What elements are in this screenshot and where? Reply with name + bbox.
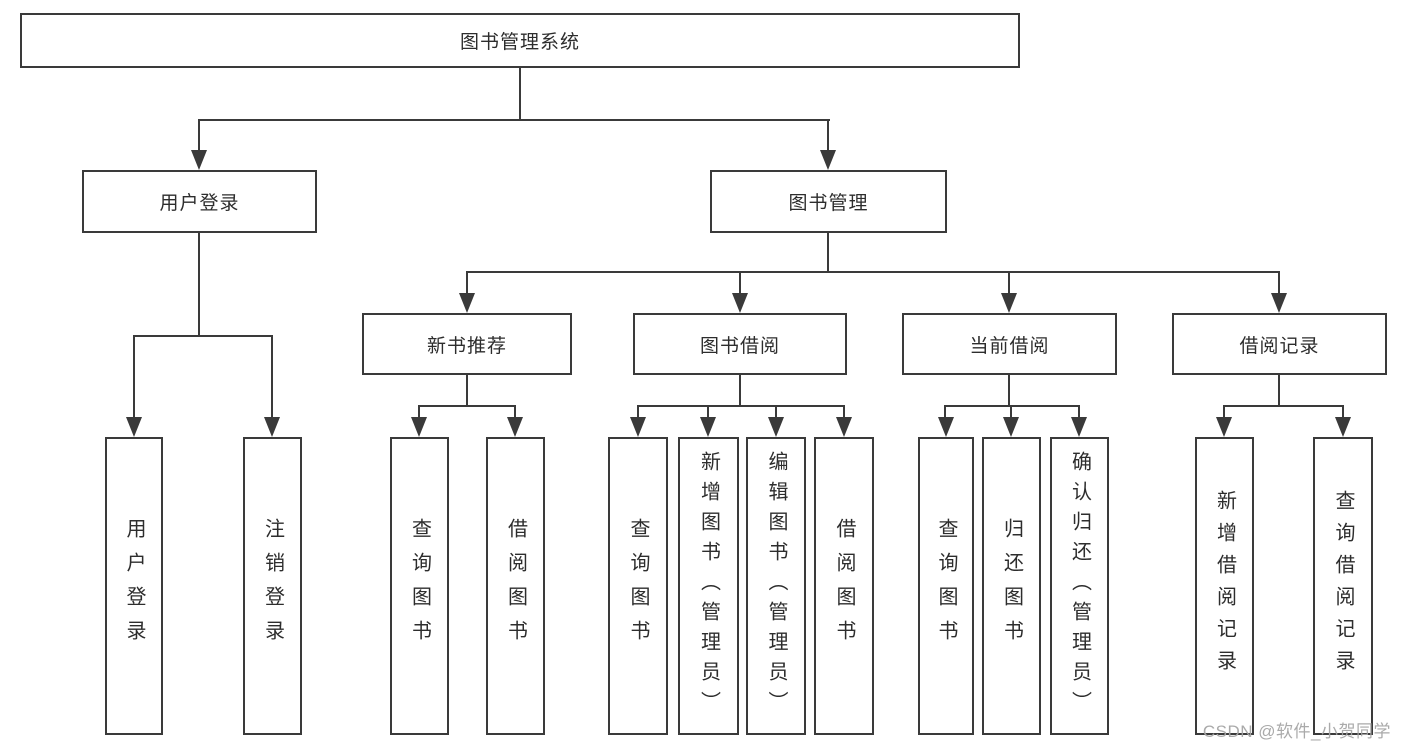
connector-line	[514, 405, 516, 421]
connector-line	[1010, 405, 1012, 421]
arrow-down-icon	[191, 150, 207, 170]
connector-line	[133, 335, 135, 421]
connector-line	[1078, 405, 1080, 421]
arrow-down-icon	[836, 417, 852, 437]
arrow-down-icon	[1001, 293, 1017, 313]
arrow-down-icon	[264, 417, 280, 437]
connector-line	[707, 405, 709, 421]
connector-line	[775, 405, 777, 421]
connector-line	[944, 405, 1080, 407]
arrow-down-icon	[1216, 417, 1232, 437]
connector-line	[271, 335, 273, 421]
arrow-down-icon	[507, 417, 523, 437]
connector-line	[418, 405, 420, 421]
leaf-query-borrow-record: 查询借阅记录	[1313, 437, 1373, 735]
node-library-management-system: 图书管理系统	[20, 13, 1020, 68]
connector-line	[198, 233, 200, 337]
leaf-return-books: 归还图书	[982, 437, 1041, 735]
connector-line	[739, 375, 741, 407]
connector-line	[418, 405, 516, 407]
connector-line	[466, 271, 1280, 273]
leaf-query-books-borrowing: 查询图书	[608, 437, 668, 735]
arrow-down-icon	[820, 150, 836, 170]
arrow-down-icon	[700, 417, 716, 437]
arrow-down-icon	[459, 293, 475, 313]
connector-line	[1278, 375, 1280, 407]
leaf-query-books-recommend: 查询图书	[390, 437, 449, 735]
connector-line	[1342, 405, 1344, 421]
connector-line	[198, 119, 200, 153]
arrow-down-icon	[411, 417, 427, 437]
connector-line	[637, 405, 845, 407]
arrow-down-icon	[1003, 417, 1019, 437]
leaf-borrow-books-recommend: 借阅图书	[486, 437, 545, 735]
leaf-add-books-admin: 新增图书（管理员）	[678, 437, 739, 735]
leaf-logout: 注销登录	[243, 437, 302, 735]
connector-line	[827, 233, 829, 273]
leaf-confirm-return-admin: 确认归还（管理员）	[1050, 437, 1109, 735]
connector-line	[1008, 375, 1010, 407]
node-new-book-recommendation: 新书推荐	[362, 313, 572, 375]
connector-line	[944, 405, 946, 421]
connector-line	[637, 405, 639, 421]
connector-line	[739, 271, 741, 297]
leaf-query-books-current: 查询图书	[918, 437, 974, 735]
connector-line	[843, 405, 845, 421]
arrow-down-icon	[1271, 293, 1287, 313]
arrow-down-icon	[1335, 417, 1351, 437]
node-current-borrowing: 当前借阅	[902, 313, 1117, 375]
arrow-down-icon	[126, 417, 142, 437]
connector-line	[133, 335, 273, 337]
connector-line	[1223, 405, 1225, 421]
connector-line	[198, 119, 830, 121]
connector-line	[1278, 271, 1280, 297]
node-user-login: 用户登录	[82, 170, 317, 233]
leaf-user-login: 用户登录	[105, 437, 163, 735]
connector-line	[519, 68, 521, 120]
leaf-borrow-books: 借阅图书	[814, 437, 874, 735]
arrow-down-icon	[1071, 417, 1087, 437]
arrow-down-icon	[938, 417, 954, 437]
connector-line	[827, 119, 829, 153]
leaf-edit-books-admin: 编辑图书（管理员）	[746, 437, 806, 735]
connector-line	[1008, 271, 1010, 297]
arrow-down-icon	[630, 417, 646, 437]
csdn-watermark: CSDN @软件_小贺同学	[1202, 722, 1391, 741]
arrow-down-icon	[732, 293, 748, 313]
node-borrowing-records: 借阅记录	[1172, 313, 1387, 375]
connector-line	[466, 375, 468, 407]
connector-line	[466, 271, 468, 297]
node-book-management: 图书管理	[710, 170, 947, 233]
leaf-add-borrow-record: 新增借阅记录	[1195, 437, 1254, 735]
node-book-borrowing: 图书借阅	[633, 313, 847, 375]
arrow-down-icon	[768, 417, 784, 437]
connector-line	[1223, 405, 1344, 407]
